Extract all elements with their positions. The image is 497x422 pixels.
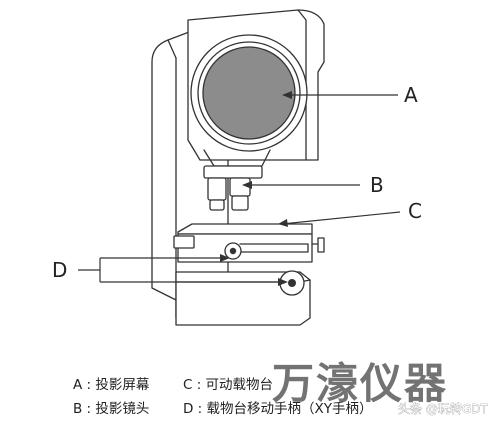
arrowhead-c [278,219,288,227]
projector-base [175,271,311,326]
x-handle-hub [229,247,237,255]
projection-screen [202,46,296,140]
legend-b-lens: B : 投影镜头 [73,401,149,417]
lens-left [207,177,227,201]
stage-clamp [173,235,195,249]
y-handle-hub [288,279,296,287]
callout-leaders [78,94,401,283]
stage-front [177,233,313,263]
leader-c [281,211,401,225]
stage-rail [239,243,309,253]
legend-c-stage: C : 可动载物台 [183,377,273,393]
legend-d-handle: D : 载物台移动手柄（XY手柄） [183,401,373,417]
lens-turret [203,165,263,179]
stage-top [177,223,313,235]
arrowhead-a [282,91,292,99]
column-top-edge [167,39,177,59]
brand-name: 万濠仪器 [272,359,448,408]
callout-label-a: A [404,83,418,107]
callout-arrowheads [220,91,292,286]
legend-a-screen: A : 投影屏幕 [73,377,150,393]
lens-left-tip [209,199,225,211]
projector-illustration [151,9,325,326]
lens-right-tip [231,195,249,211]
platform-watermark: 头条 @玩转GDT [398,401,488,416]
callout-label-d: D [52,258,67,282]
stage-handle-right [311,237,325,253]
callout-label-b: B [370,173,384,197]
head-side [297,9,307,161]
legend: A : 投影屏幕 C : 可动载物台 B : 投影镜头 D : 载物台移动手柄（… [73,377,373,417]
arrowhead-d-upper [220,254,230,262]
callout-label-c: C [408,199,422,223]
arrowhead-b [242,181,252,189]
arrowhead-d-lower [278,278,288,286]
